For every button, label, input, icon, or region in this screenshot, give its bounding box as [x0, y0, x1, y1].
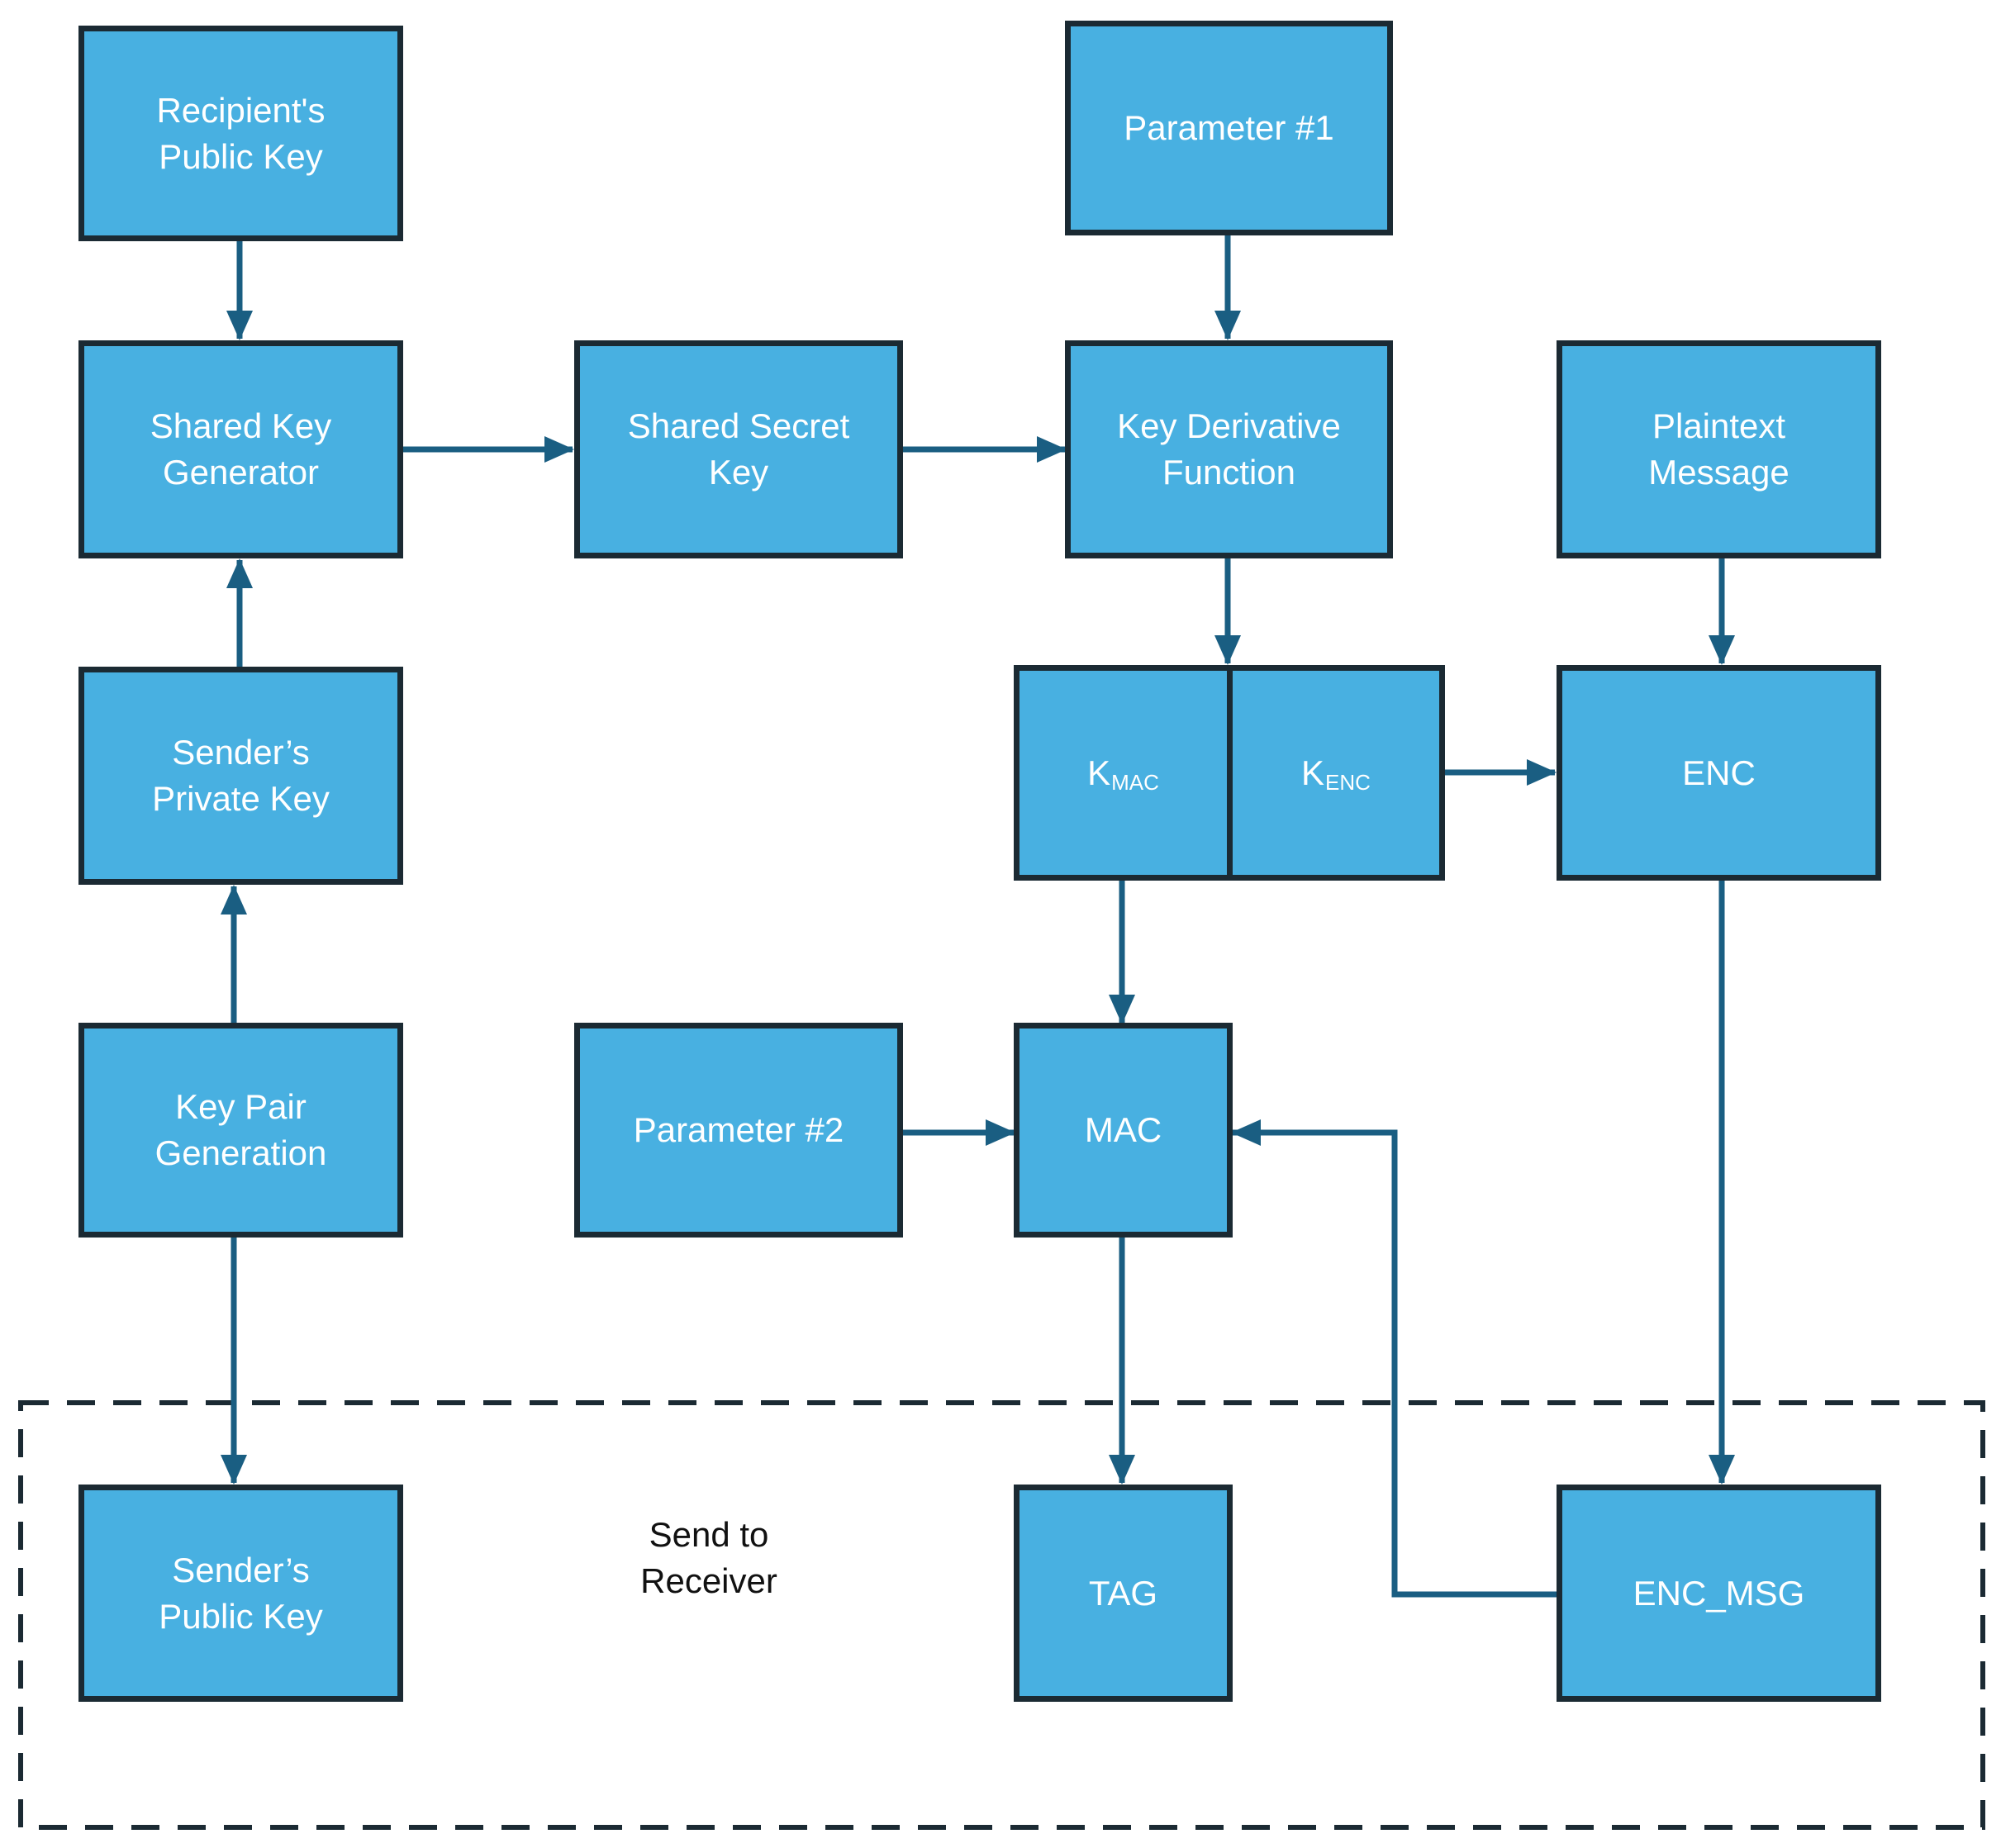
enc-msg-label: ENC_MSG: [1633, 1573, 1805, 1613]
plaintext-message-label: Plaintext Message: [1648, 406, 1789, 492]
k-mac-subscript: MAC: [1111, 770, 1159, 795]
shared-key-generator-label: Shared Key Generator: [150, 406, 332, 492]
tag-box: TAG: [1014, 1485, 1233, 1702]
shared-secret-key-label: Shared Secret Key: [627, 406, 850, 492]
key-derivative-function-box: Key Derivative Function: [1065, 340, 1393, 558]
recipient-public-key-box: Recipient's Public Key: [78, 26, 403, 241]
mac-label: MAC: [1084, 1110, 1162, 1149]
send-to-receiver-region: [18, 1400, 1985, 1830]
k-enc-base: K: [1301, 753, 1325, 792]
enc-label: ENC: [1682, 753, 1756, 792]
plaintext-message-box: Plaintext Message: [1557, 340, 1881, 558]
parameter-2-box: Parameter #2: [574, 1023, 903, 1238]
k-mac-base: K: [1087, 753, 1111, 792]
parameter-1-box: Parameter #1: [1065, 21, 1393, 235]
parameter-2-label: Parameter #2: [633, 1110, 844, 1149]
senders-private-key-label: Sender’s Private Key: [152, 733, 330, 818]
senders-private-key-box: Sender’s Private Key: [78, 667, 403, 885]
tag-label: TAG: [1088, 1573, 1158, 1613]
senders-public-key-label: Sender’s Public Key: [159, 1550, 323, 1636]
enc-msg-box: ENC_MSG: [1557, 1485, 1881, 1702]
parameter-1-label: Parameter #1: [1124, 108, 1334, 147]
mac-box: MAC: [1014, 1023, 1233, 1238]
k-enc-subscript: ENC: [1325, 770, 1371, 795]
senders-public-key-box: Sender’s Public Key: [78, 1485, 403, 1702]
enc-box: ENC: [1557, 665, 1881, 881]
send-to-receiver-label: Send to Receiver: [640, 1515, 777, 1600]
recipient-public-key-label: Recipient's Public Key: [156, 90, 326, 176]
key-pair-generation-label: Key Pair Generation: [154, 1087, 327, 1172]
key-derivative-function-label: Key Derivative Function: [1117, 406, 1341, 492]
key-pair-generation-box: Key Pair Generation: [78, 1023, 403, 1238]
shared-secret-key-box: Shared Secret Key: [574, 340, 903, 558]
shared-key-generator-box: Shared Key Generator: [78, 340, 403, 558]
arrow-enc-msg-to-mac: [1231, 1119, 1557, 1598]
